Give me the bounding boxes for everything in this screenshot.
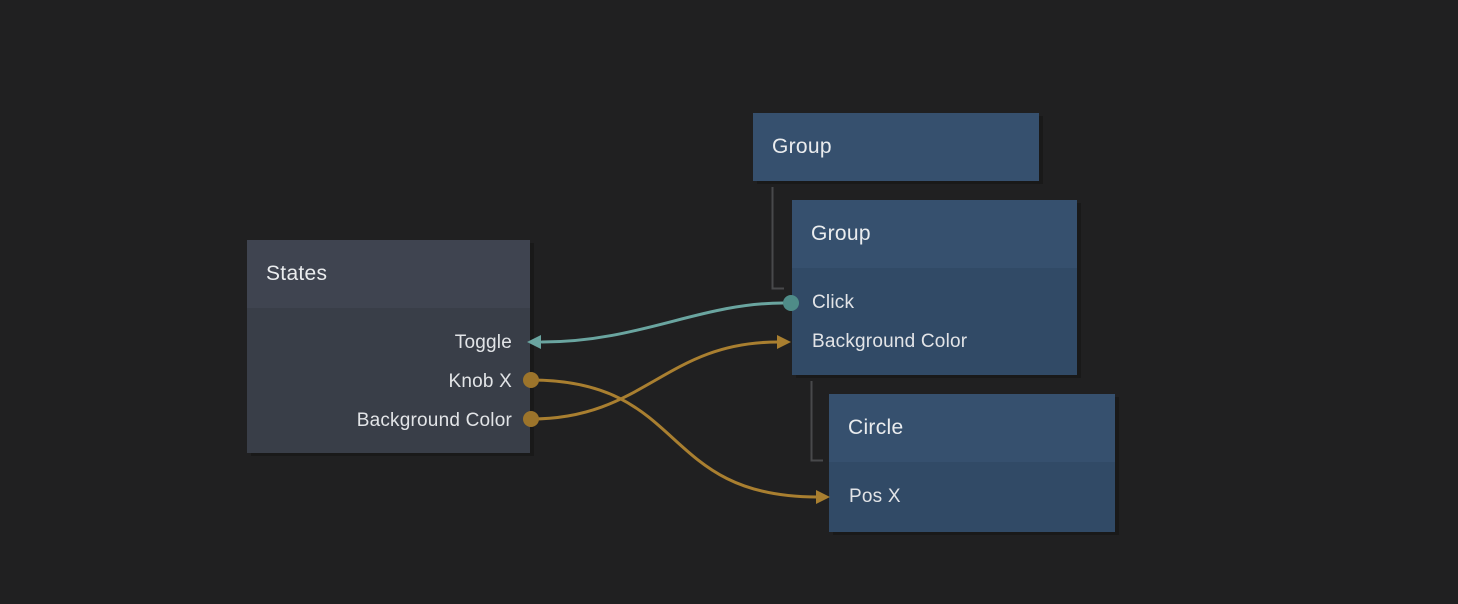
wire-click-to-toggle[interactable]: [540, 301, 785, 344]
node-circle-header[interactable]: Circle: [829, 394, 1115, 462]
port-row-knob-x[interactable]: Knob X: [448, 371, 512, 392]
node-group-outer-title: Group: [772, 135, 832, 158]
port-row-background-color[interactable]: Background Color: [356, 410, 512, 431]
port-row-pos-x[interactable]: Pos X: [849, 486, 901, 507]
arrowhead-background-color-to-background-color[interactable]: [777, 335, 791, 349]
node-group-outer[interactable]: Group: [753, 113, 1039, 181]
node-group-inner-title: Group: [811, 222, 871, 245]
node-states[interactable]: States Toggle Knob X Background Color: [247, 240, 530, 453]
tree-link-group-outer-to-group-inner: [771, 187, 784, 290]
node-states-header[interactable]: States: [247, 240, 530, 308]
node-group-inner[interactable]: Group Click Background Color: [792, 200, 1077, 375]
node-circle-title: Circle: [848, 416, 904, 439]
node-states-title: States: [266, 262, 328, 285]
wire-knob-x-to-pos-x[interactable]: [529, 378, 819, 499]
node-states-body: Toggle Knob X Background Color: [247, 308, 530, 440]
node-circle-body: Pos X: [829, 462, 1115, 516]
tree-link-group-inner-to-circle: [810, 381, 823, 462]
node-circle[interactable]: Circle Pos X: [829, 394, 1115, 532]
wire-background-color-to-background-color[interactable]: [529, 340, 780, 421]
node-group-inner-header[interactable]: Group: [792, 200, 1077, 268]
port-row-toggle[interactable]: Toggle: [454, 332, 512, 353]
arrowhead-knob-x-to-pos-x[interactable]: [816, 490, 830, 504]
node-group-outer-header[interactable]: Group: [753, 113, 1039, 181]
port-row-background-color-target[interactable]: Background Color: [812, 331, 968, 352]
port-row-click[interactable]: Click: [812, 292, 855, 313]
node-group-inner-body: Click Background Color: [792, 268, 1077, 361]
